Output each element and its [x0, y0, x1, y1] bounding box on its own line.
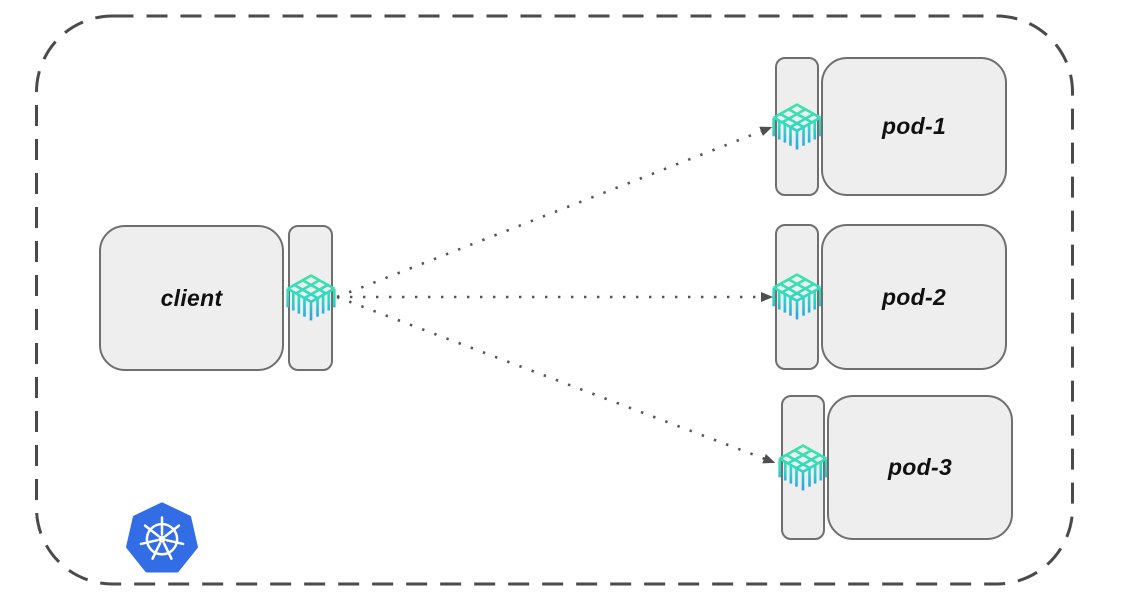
linkerd-proxy-icon — [778, 443, 828, 492]
pod-1-label: pod-1 — [881, 113, 947, 139]
pod-3-sidecar-box — [778, 395, 828, 540]
pod-1-box: pod-1 — [821, 57, 1007, 196]
linkerd-proxy-icon — [772, 273, 822, 321]
client-sidecar-box — [285, 225, 336, 371]
pod-2-sidecar-box — [772, 224, 822, 370]
client-box: client — [99, 225, 284, 371]
linkerd-proxy-icon — [772, 102, 822, 151]
pod-3-box: pod-3 — [827, 395, 1013, 540]
arrow-client-to-pod-1 — [336, 126, 773, 299]
kubernetes-icon — [126, 502, 198, 573]
arrow-client-to-pod-3 — [336, 295, 776, 464]
pod-3-label: pod-3 — [887, 454, 953, 480]
client-label: client — [160, 284, 223, 311]
linkerd-proxy-icon — [285, 274, 336, 322]
pod-2-label: pod-2 — [881, 283, 947, 310]
pod-2-box: pod-2 — [821, 224, 1007, 370]
pod-1-sidecar-box — [772, 57, 822, 196]
